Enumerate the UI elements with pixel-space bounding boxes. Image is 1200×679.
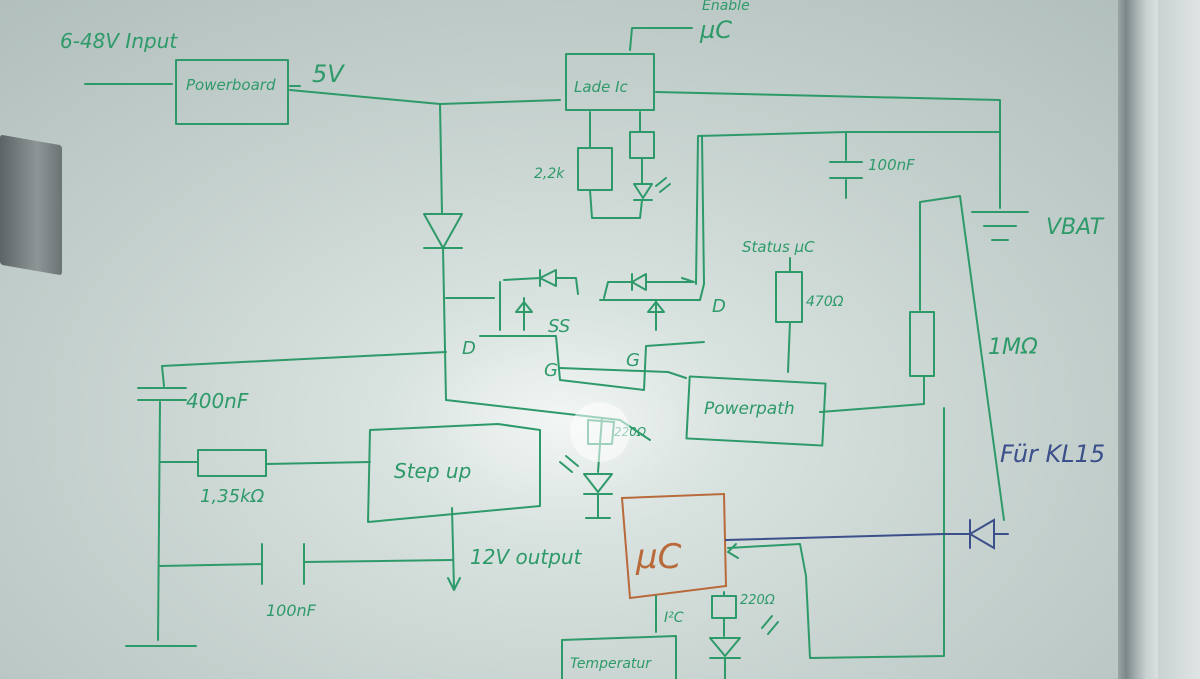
label-uc-top: µC: [699, 16, 732, 44]
label-uc-main: µC: [635, 537, 682, 577]
block-powerpath: [685, 375, 827, 447]
label-c-400nf: 400nF: [186, 389, 249, 413]
resistor-2k2: [577, 147, 613, 191]
label-c-100nf-bottom: 100nF: [266, 601, 317, 620]
capacitor-100nf-top: [829, 131, 863, 199]
whiteboard-frame: [1118, 0, 1158, 679]
label-input: 6-48V Input: [60, 29, 178, 53]
wire-vbat-rail: [655, 91, 1001, 209]
circuit-sketch: 6-48V Input Powerboard 5V Enable µC Lade…: [60, 0, 1105, 679]
label-r-1m: 1MΩ: [988, 335, 1038, 360]
label-r-220-bottom: 220Ω: [740, 593, 775, 608]
light-glare: [570, 402, 630, 462]
diode-5v: [423, 213, 463, 249]
label-d-left: D: [462, 338, 476, 359]
label-5v: 5V: [312, 60, 345, 88]
block-uc-main: [620, 492, 728, 600]
label-step-up: Step up: [394, 459, 471, 483]
block-step-up: [367, 423, 541, 523]
label-r-135k: 1,35kΩ: [200, 486, 265, 507]
label-fuer-kl15: Für KL15: [1000, 440, 1105, 468]
led-charge: [633, 157, 653, 219]
arrow-12v-output: [447, 507, 461, 591]
resistor-1k35: [197, 449, 267, 477]
label-12v-output: 12V output: [470, 545, 583, 569]
capacitor-100nf-bottom: [159, 543, 453, 585]
label-d-right: D: [712, 296, 726, 317]
label-r-22k: 2,2k: [534, 166, 565, 182]
block-powerboard: [175, 59, 289, 125]
body-diode-right: [603, 273, 695, 299]
wall: [1158, 0, 1200, 679]
block-temperatur: [561, 635, 677, 679]
label-vbat: VBAT: [1046, 215, 1105, 240]
wire-vbat-diode: [959, 195, 1005, 521]
resistor-470: [775, 271, 803, 323]
wire-enable: [629, 27, 693, 51]
label-c-100nf-top: 100nF: [868, 156, 915, 174]
label-r-470: 470Ω: [806, 294, 844, 310]
resistor-220-bottom: [711, 595, 737, 619]
wire-kl15: [725, 533, 971, 541]
block-lade-ic: [565, 53, 655, 111]
capacitor-400nf: [137, 365, 187, 401]
label-powerpath: Powerpath: [704, 399, 795, 419]
label-gate-right: G: [626, 350, 640, 371]
label-lade-ic: Lade Ic: [574, 78, 628, 96]
led-bottom: [709, 617, 741, 679]
label-i2c: I²C: [664, 610, 684, 626]
label-enable: Enable: [702, 0, 750, 14]
body-diode-left: [503, 269, 579, 295]
label-gate-left: G: [544, 360, 558, 381]
ground-vbat: [971, 211, 1029, 241]
label-status-uc: Status µC: [742, 238, 815, 256]
resistor-led: [629, 131, 655, 159]
gate-line: [479, 335, 705, 391]
diode-kl15: [968, 518, 1009, 550]
label-mosfet-ss: SS: [548, 316, 570, 337]
label-powerboard: Powerboard: [186, 76, 276, 94]
wire-left-rail: [125, 401, 197, 647]
wire-5v-rail: [289, 89, 561, 105]
resistor-1m: [909, 311, 935, 377]
label-temperatur: Temperatur: [570, 656, 652, 672]
